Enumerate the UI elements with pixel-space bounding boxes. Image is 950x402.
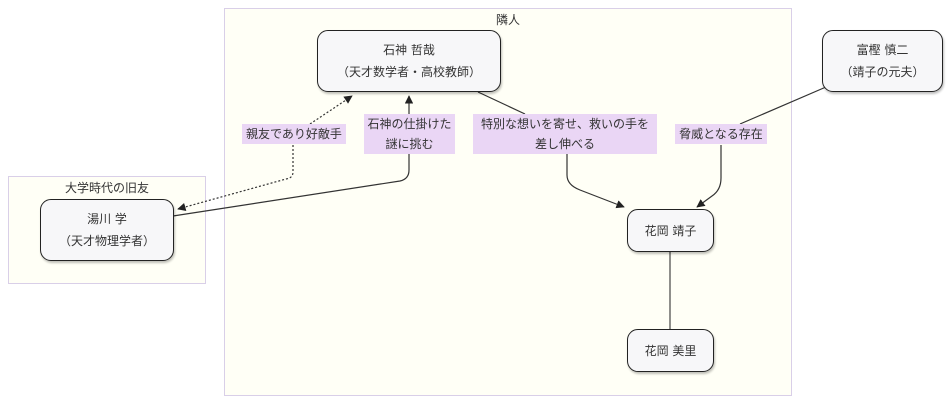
node-name: 湯川 学 [87,212,127,226]
edge-feelings-upper [477,91,526,115]
edge-friend-rival-lower [177,145,294,212]
edge-label-text: 特別な想いを寄せ、救いの手を [480,117,649,131]
edge-label-feelings: 特別な想いを寄せ、救いの手を 差し伸べる [473,114,657,154]
node-name: 花岡 靖子 [644,223,697,238]
node-role: （天才物理学者） [58,234,155,248]
edge-label-challenge: 石神の仕掛けた 謎に挑む [364,114,455,154]
node-misato[interactable]: 花岡 美里 [627,329,714,372]
node-role: （靖子の元夫） [840,65,925,79]
edge-label-text: 石神の仕掛けた [367,117,452,131]
edge-label-text: 謎に挑む [385,137,434,151]
edge-label-threat: 脅威となる存在 [675,124,767,144]
edge-label-text: 親友であり好敵手 [246,127,342,141]
cluster-title: 大学時代の旧友 [64,181,149,195]
node-yukawa[interactable]: 湯川 学 （天才物理学者） [40,199,174,261]
node-ishigami[interactable]: 石神 哲哉 （天才数学者・高校教師） [317,30,501,92]
cluster-title: 隣人 [495,13,520,27]
node-name: 石神 哲哉 [383,43,435,57]
node-togashi[interactable]: 富樫 慎二 （靖子の元夫） [822,30,943,92]
edge-feelings [566,153,625,209]
node-role: （天才数学者・高校教師） [336,65,481,79]
node-name: 花岡 美里 [644,343,697,358]
node-name: 富樫 慎二 [856,43,909,57]
node-yasuko[interactable]: 花岡 靖子 [627,209,714,252]
edge-challenge [172,153,410,217]
edge-threat [696,145,722,208]
edge-label-text: 脅威となる存在 [679,127,763,141]
edge-label-text: 差し伸べる [534,137,595,151]
edge-friend-rival [309,95,353,125]
edge-threat-upper [739,86,827,125]
edge-label-friend-rival: 親友であり好敵手 [242,124,346,144]
